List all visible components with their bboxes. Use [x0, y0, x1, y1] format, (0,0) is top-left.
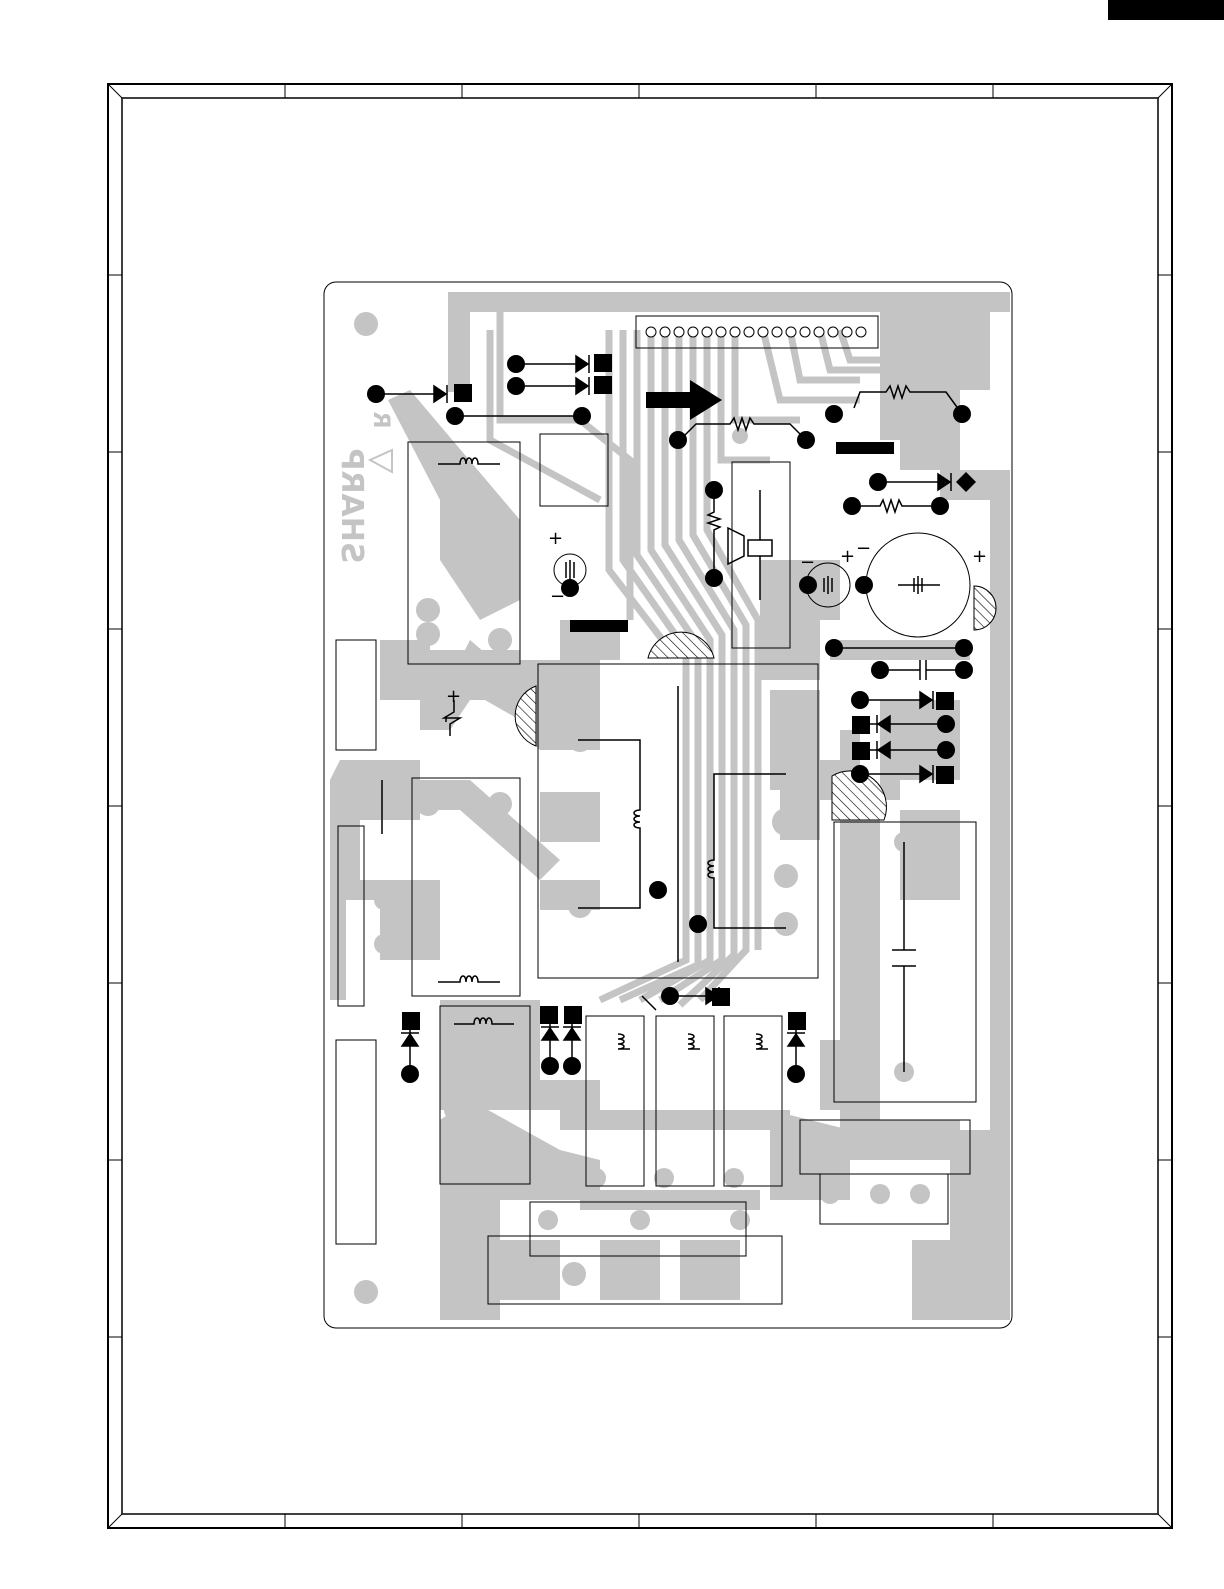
board-marking-text: R [368, 411, 393, 428]
polarity-mark: + [840, 546, 855, 567]
corner-tab [1108, 0, 1224, 20]
arrow-right-icon [646, 380, 722, 420]
polarity-mark: + [548, 528, 563, 549]
polarity-mark: − [856, 538, 871, 559]
board-silkscreen: SHARP R [334, 411, 393, 563]
polarity-mark: − [800, 552, 815, 573]
copper-traces [330, 292, 1010, 1320]
polarity-mark: − [550, 586, 565, 607]
polarity-mark: + [446, 686, 461, 707]
polarity-mark: + [972, 546, 987, 567]
connector-pins [646, 327, 866, 337]
board-brand-text: SHARP [334, 448, 369, 563]
